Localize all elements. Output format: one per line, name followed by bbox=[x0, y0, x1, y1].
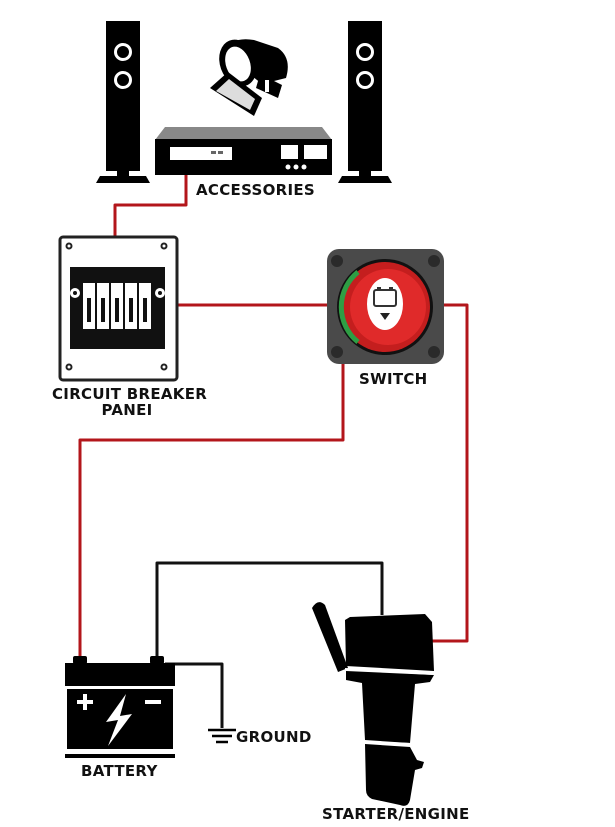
battery-icon bbox=[65, 656, 175, 758]
circuit-breaker-panel bbox=[58, 235, 179, 382]
battery-switch bbox=[327, 249, 444, 364]
wire-battery-to-ground bbox=[165, 662, 224, 728]
circuit-breaker-label-line1: CIRCUIT BREAKER bbox=[52, 385, 208, 403]
circuit-breaker-label-line2: PANEI bbox=[101, 401, 153, 419]
spotlight-icon bbox=[210, 39, 288, 116]
ground-symbol bbox=[208, 728, 236, 744]
wire-switch-to-engine bbox=[428, 303, 469, 643]
engine-label: STARTER/ENGINE bbox=[322, 805, 470, 823]
battery-label: BATTERY bbox=[81, 762, 158, 780]
outboard-motor-icon bbox=[312, 602, 434, 806]
circuit-breaker-label: CIRCUIT BREAKER PANEI bbox=[52, 385, 208, 419]
accessories-label: ACCESSORIES bbox=[196, 181, 316, 199]
amplifier-icon bbox=[155, 127, 332, 175]
wire-accessories-to-breaker bbox=[113, 175, 188, 238]
switch-label: SWITCH bbox=[359, 370, 428, 388]
speaker-icon bbox=[96, 21, 150, 183]
wire-switch-to-battery-positive bbox=[78, 358, 345, 660]
wire-battery-negative-to-engine bbox=[155, 561, 384, 660]
speaker-icon bbox=[338, 21, 392, 183]
ground-label: GROUND bbox=[236, 728, 312, 746]
